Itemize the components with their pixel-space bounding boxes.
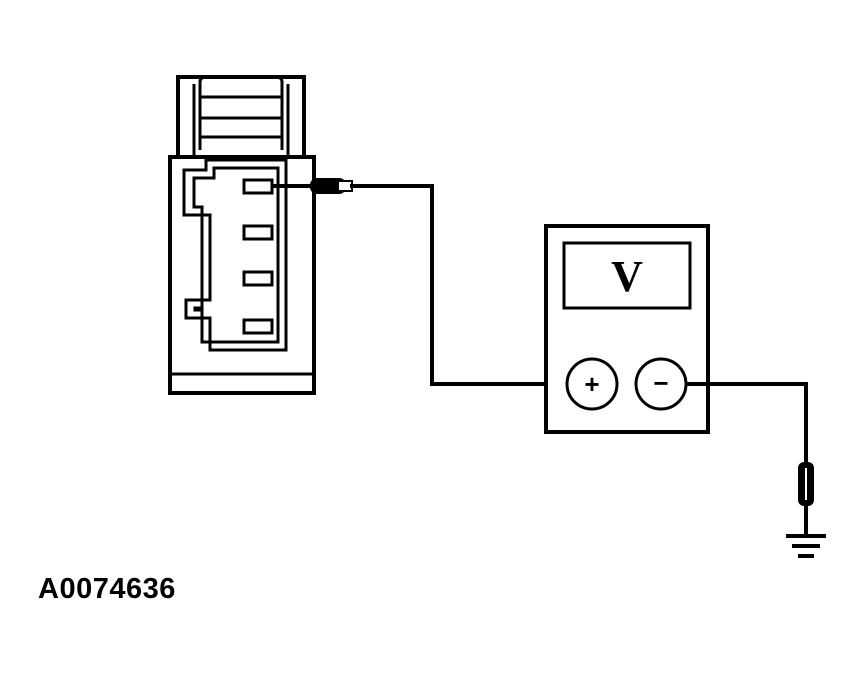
connector-pin-4 [242, 318, 274, 335]
connector-pin-3 [242, 270, 274, 287]
figure-reference-code: A0074636 [38, 573, 176, 605]
positive-lead [272, 178, 568, 386]
negative-terminal-label: − [653, 368, 668, 398]
positive-terminal [565, 357, 619, 411]
connector-pin-2 [242, 224, 274, 241]
connector [168, 75, 316, 395]
ground-symbol [786, 534, 826, 558]
negative-lead [686, 382, 814, 534]
connector-latch-cap [198, 75, 284, 150]
connector-pin-1 [242, 178, 274, 195]
connector-cavity [182, 158, 288, 352]
voltmeter-display-symbol: V [611, 252, 643, 301]
voltmeter: V + − [544, 224, 710, 434]
positive-terminal-label: + [584, 369, 599, 399]
voltmeter-display [562, 241, 692, 310]
connector-housing [168, 155, 316, 395]
